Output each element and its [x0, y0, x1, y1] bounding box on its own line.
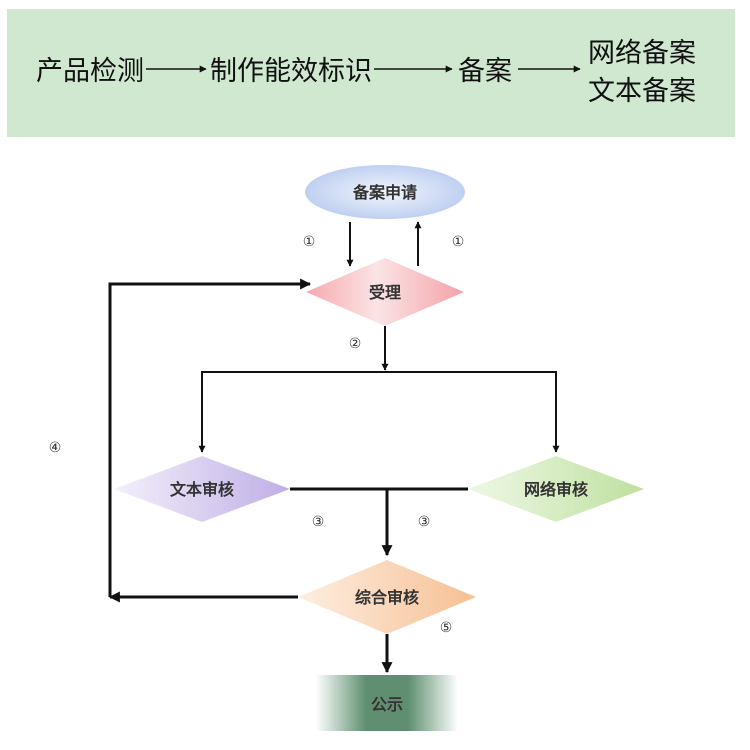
marker-1-left: ① [303, 234, 316, 250]
marker-2: ② [349, 336, 362, 352]
marker-4: ④ [49, 440, 62, 456]
node-text-review [114, 456, 290, 522]
node-publish [316, 675, 458, 731]
label-combined-review: 综合审核 [355, 588, 419, 607]
node-apply [305, 165, 465, 219]
banner-step-make-label: 制作能效标识 [210, 56, 372, 87]
marker-1-right: ① [452, 234, 465, 250]
process-banner [7, 9, 735, 137]
split-connector [201, 371, 557, 444]
banner-step-network-record: 网络备案 [588, 38, 696, 69]
label-accept: 受理 [369, 283, 401, 302]
node-combined-review [298, 560, 476, 634]
label-text-review: 文本审核 [170, 480, 234, 499]
banner-step-product-testing: 产品检测 [36, 56, 144, 87]
node-net-review [468, 456, 644, 522]
node-accept [306, 258, 464, 326]
banner-step-text-record: 文本备案 [588, 76, 696, 107]
marker-3-right: ③ [418, 514, 431, 530]
label-publish: 公示 [371, 695, 403, 714]
label-apply: 备案申请 [352, 183, 417, 202]
banner-step-record: 备案 [458, 56, 512, 87]
label-net-review: 网络审核 [524, 480, 588, 499]
arrow-feedback-to-accept [108, 278, 312, 597]
marker-5: ⑤ [440, 620, 453, 636]
marker-3-left: ③ [312, 514, 325, 530]
